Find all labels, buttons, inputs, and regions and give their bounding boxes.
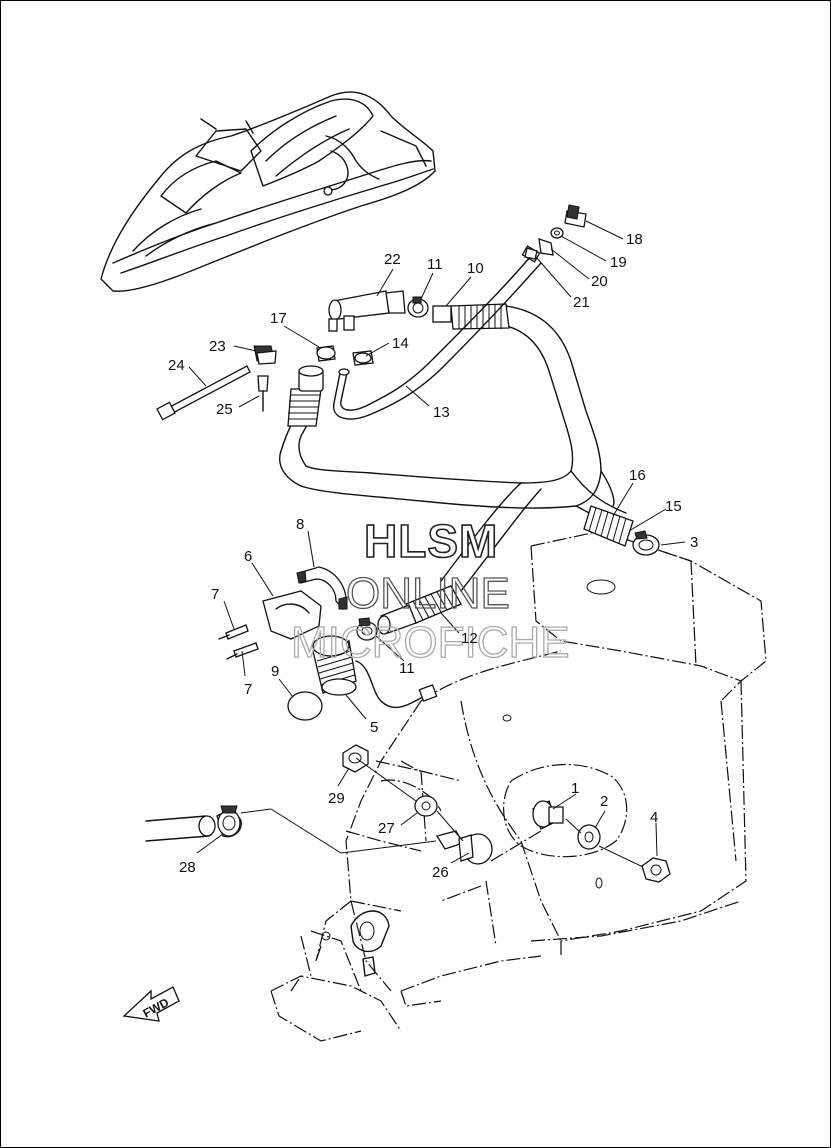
callout-6: 6 bbox=[244, 548, 252, 565]
bilge-pump-5 bbox=[312, 635, 438, 709]
callout-20: 20 bbox=[591, 273, 608, 290]
callout-10: 10 bbox=[467, 260, 484, 277]
callout-8: 8 bbox=[296, 516, 304, 533]
watermark-line3: MICROFICHE bbox=[291, 618, 570, 667]
callout-24: 24 bbox=[168, 357, 185, 374]
bellows-12 bbox=[377, 585, 462, 635]
callout-25: 25 bbox=[216, 401, 233, 418]
callout-26: 26 bbox=[432, 864, 449, 881]
callout-3: 3 bbox=[690, 534, 698, 551]
callout-5: 5 bbox=[370, 719, 378, 736]
callout-21: 21 bbox=[573, 294, 590, 311]
rivet-7-lower bbox=[226, 642, 259, 660]
pin-25 bbox=[257, 375, 269, 412]
cable-tie-24 bbox=[156, 365, 251, 421]
rivet-7-upper bbox=[218, 624, 249, 640]
callout-17: 17 bbox=[270, 310, 287, 327]
hose-28 bbox=[145, 815, 216, 842]
callout-23: 23 bbox=[209, 338, 226, 355]
clamp-28 bbox=[216, 805, 242, 838]
bracket-6 bbox=[262, 590, 322, 640]
callout-15: 15 bbox=[665, 498, 682, 515]
clip-23 bbox=[253, 345, 277, 365]
filter-9 bbox=[287, 691, 323, 721]
main-hose bbox=[279, 305, 627, 592]
clamp-17 bbox=[316, 345, 336, 362]
callout-2: 2 bbox=[600, 793, 608, 810]
clamp-11-mid bbox=[356, 617, 378, 641]
callout-27: 27 bbox=[378, 820, 395, 837]
fwd-arrow: FWD bbox=[122, 986, 180, 1022]
callout-29: 29 bbox=[328, 790, 345, 807]
callout-11-mid: 11 bbox=[399, 660, 415, 677]
bellows-upper-left bbox=[287, 365, 324, 427]
bellows-10 bbox=[432, 303, 510, 330]
fitting-26 bbox=[435, 830, 493, 865]
connector-22 bbox=[328, 290, 406, 332]
callout-7-upper: 7 bbox=[211, 586, 219, 603]
callout-1: 1 bbox=[571, 780, 579, 797]
clamp-14 bbox=[352, 350, 374, 366]
washer-2 bbox=[577, 824, 601, 850]
watermark-line1: HLSM bbox=[364, 515, 498, 567]
callout-22: 22 bbox=[384, 251, 401, 268]
band-8 bbox=[296, 566, 348, 611]
leader-lines bbox=[188, 220, 686, 868]
washer-27 bbox=[414, 795, 438, 817]
callout-13: 13 bbox=[433, 404, 450, 421]
callout-9: 9 bbox=[271, 663, 279, 680]
nut-29 bbox=[342, 744, 369, 773]
callout-12: 12 bbox=[461, 630, 478, 647]
callout-numbers: 1 2 3 4 5 6 7 7 8 9 10 11 11 12 13 14 15… bbox=[168, 231, 698, 881]
callout-16: 16 bbox=[629, 467, 646, 484]
fitting-1 bbox=[532, 800, 564, 830]
nut-4 bbox=[641, 857, 671, 883]
callout-4: 4 bbox=[650, 809, 658, 826]
watercraft-thumbnail bbox=[100, 91, 436, 292]
callout-18: 18 bbox=[626, 231, 643, 248]
callout-11-top: 11 bbox=[427, 256, 443, 273]
bellows-16 bbox=[583, 505, 634, 547]
callout-19: 19 bbox=[610, 254, 627, 271]
clamp-3 bbox=[632, 530, 660, 556]
clamp-11-top bbox=[407, 296, 429, 318]
watermark-line2: ONLINE bbox=[346, 569, 510, 618]
callout-14: 14 bbox=[392, 335, 409, 352]
callout-7-lower: 7 bbox=[244, 681, 252, 698]
callout-28: 28 bbox=[179, 859, 196, 876]
watermark: HLSM ONLINE MICROFICHE bbox=[290, 514, 570, 667]
fittings-18-21 bbox=[524, 204, 587, 260]
